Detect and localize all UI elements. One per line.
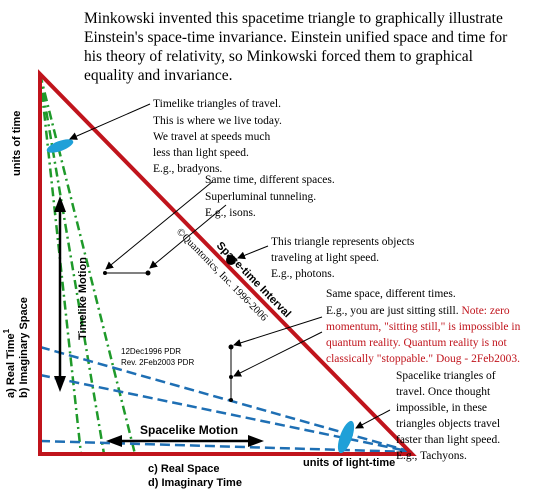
intro-line-4: equality and invariance.: [84, 67, 232, 84]
svg-text:E.g., you are just sitting sti: E.g., you are just sitting still. Note: …: [326, 305, 510, 317]
svg-text:E.g., bradyons.: E.g., bradyons.: [153, 163, 222, 175]
svg-text:faster than light speed.: faster than light speed.: [396, 434, 500, 446]
units-of-light-time-label: units of light-time: [303, 457, 395, 469]
imaginary-time-label: d) Imaginary Time: [148, 477, 242, 489]
photon-dot: [226, 255, 236, 265]
svg-text:momentum, "sitting still," is: momentum, "sitting still," is impossible…: [326, 321, 521, 333]
intro-line-2: Einstein's space-time invariance. Einste…: [84, 29, 508, 46]
svg-text:We travel at speeds much: We travel at speeds much: [153, 131, 270, 143]
imaginary-space-label: b) Imaginary Space: [18, 297, 30, 398]
intro-line-1: Minkowski invented this spacetime triang…: [84, 10, 503, 27]
date-stamp-1: 12Dec1996 PDR: [121, 347, 181, 356]
spacelike-motion-label: Spacelike Motion: [140, 423, 238, 437]
spacelike-ellipse: [337, 420, 355, 454]
svg-text:E.g., photons.: E.g., photons.: [271, 268, 335, 280]
timelike-motion-arrow: [54, 196, 66, 392]
svg-text:Same space, different times.: Same space, different times.: [326, 288, 456, 300]
real-time-label: a) Real Time1: [2, 328, 17, 398]
svg-text:This triangle represents objec: This triangle represents objects: [271, 236, 415, 248]
timelike-motion-label: Timelike Motion: [77, 257, 89, 340]
intro-line-3: his theory of relativity, so Minkowski f…: [84, 48, 473, 65]
svg-text:E.g., isons.: E.g., isons.: [205, 207, 256, 219]
units-of-time-label: units of time: [11, 111, 23, 176]
timelike-note: Timelike triangles of travel. This is wh…: [153, 98, 282, 175]
date-stamp-2: Rev. 2Feb2003 PDR: [121, 358, 194, 367]
leader-lines: [69, 103, 391, 429]
spacetime-triangle: [38, 69, 417, 456]
timelike-line-1: [38, 73, 106, 455]
svg-text:Spacelike triangles of: Spacelike triangles of: [396, 370, 496, 382]
svg-text:E.g., Tachyons.: E.g., Tachyons.: [396, 450, 467, 462]
same-time-segment: [103, 270, 151, 276]
same-space-segment: [228, 344, 234, 402]
svg-text:This is where we live today.: This is where we live today.: [153, 115, 282, 127]
svg-text:traveling at light speed.: traveling at light speed.: [271, 252, 379, 264]
svg-text:triangles objects travel: triangles objects travel: [396, 418, 500, 430]
svg-text:Superluminal tunneling.: Superluminal tunneling.: [205, 191, 316, 203]
svg-text:travel. Once thought: travel. Once thought: [396, 386, 491, 398]
svg-text:Same time, different spaces.: Same time, different spaces.: [205, 174, 335, 186]
same-time-note: Same time, different spaces. Superlumina…: [205, 174, 335, 219]
timelike-ellipse: [46, 139, 74, 153]
svg-text:impossible, in these: impossible, in these: [396, 402, 487, 414]
svg-text:classically "stoppable." Doug: classically "stoppable." Doug - 2Feb2003…: [326, 353, 520, 365]
same-space-note: Same space, different times. E.g., you a…: [326, 288, 521, 365]
svg-text:Timelike triangles of travel.: Timelike triangles of travel.: [153, 98, 281, 110]
svg-text:less than light speed.: less than light speed.: [153, 147, 249, 159]
svg-text:quantum reality. Quantum reali: quantum reality. Quantum reality is not: [326, 337, 507, 349]
spacelike-note: Spacelike triangles of travel. Once thou…: [396, 370, 500, 462]
intro-paragraph: Minkowski invented this spacetime triang…: [84, 10, 508, 84]
spacelike-line-3: [39, 439, 413, 454]
real-space-label: c) Real Space: [148, 463, 220, 475]
photon-note: This triangle represents objects traveli…: [271, 236, 415, 280]
spacelike-motion-arrow: [106, 435, 264, 447]
